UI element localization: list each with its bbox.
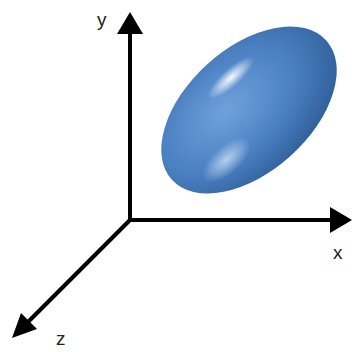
axis-label: y xyxy=(97,10,107,29)
ellipsoid xyxy=(130,0,354,226)
axis-label: x xyxy=(333,243,343,262)
axis-label: z xyxy=(56,329,66,348)
